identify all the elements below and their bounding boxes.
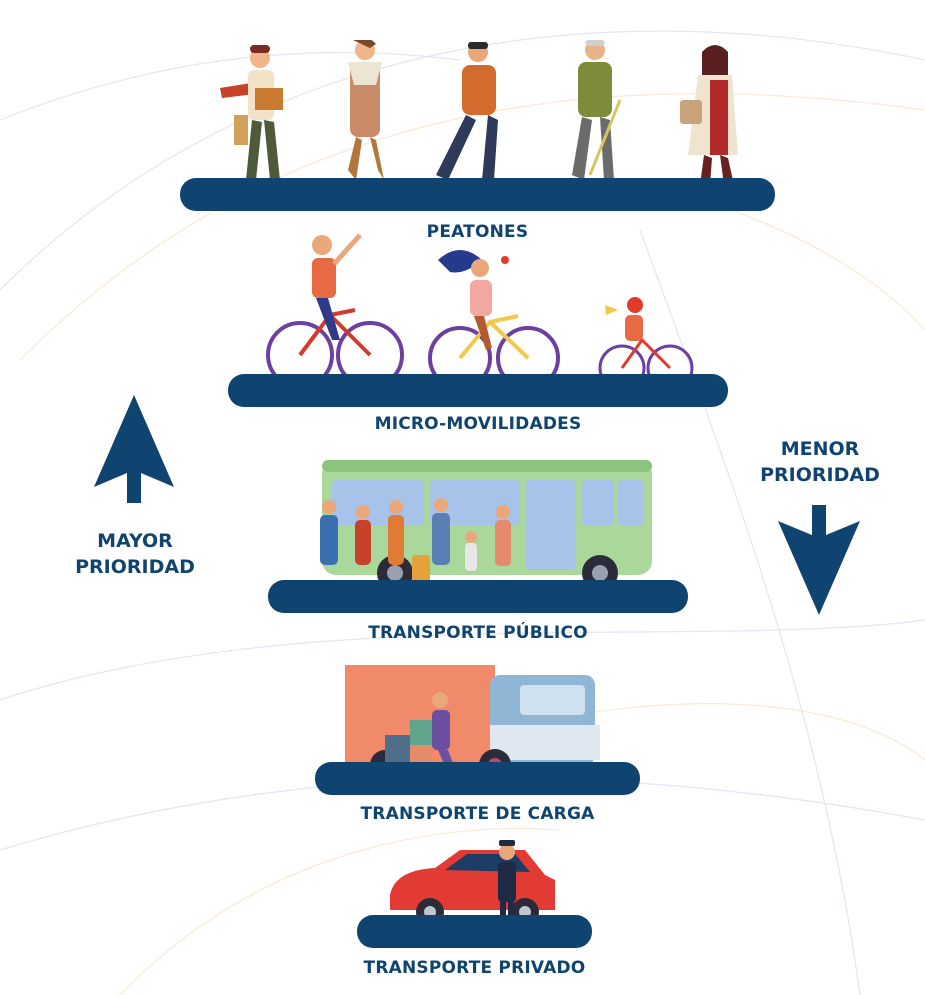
left-priority-line2: PRIORIDAD xyxy=(75,556,195,578)
pedestrians-illustration xyxy=(220,40,738,185)
arrow-down-icon xyxy=(778,505,860,615)
pedestrian-figure xyxy=(220,45,283,180)
rider-3 xyxy=(605,297,643,341)
pedestrian-figure xyxy=(436,42,498,180)
level-label-peatones: PEATONES xyxy=(426,222,529,242)
pedestrian-figure xyxy=(680,45,738,185)
pedestrian-figure xyxy=(348,40,384,180)
right-priority-line2: PRIORIDAD xyxy=(760,464,880,486)
bus-windows xyxy=(332,480,644,570)
level-bar-transporte-privado xyxy=(357,915,592,948)
arrow-up-icon xyxy=(94,395,174,503)
cargo-boxes xyxy=(385,720,432,765)
bicycles-illustration xyxy=(266,233,694,390)
level-bar-transporte-publico xyxy=(268,580,688,613)
level-label-transporte-publico: TRANSPORTE PÚBLICO xyxy=(368,623,588,643)
level-bar-peatones xyxy=(180,178,775,211)
bicycle-rider xyxy=(598,337,694,390)
chauffeur xyxy=(498,840,516,927)
left-priority-line1: MAYOR xyxy=(97,530,173,552)
level-label-micro-movilidades: MICRO-MOVILIDADES xyxy=(374,414,582,434)
right-priority-line1: MENOR xyxy=(780,438,860,460)
level-label-transporte-de-carga: TRANSPORTE DE CARGA xyxy=(360,804,595,824)
left-priority-label: MAYOR PRIORIDAD xyxy=(55,528,215,580)
level-label-transporte-privado: TRANSPORTE PRIVADO xyxy=(363,958,586,978)
rider-1 xyxy=(312,233,362,340)
rider-2 xyxy=(438,250,509,350)
level-bar-transporte-de-carga xyxy=(315,762,640,795)
right-priority-label: MENOR PRIORIDAD xyxy=(740,436,900,488)
level-bar-micro-movilidades xyxy=(228,374,728,407)
pedestrian-figure xyxy=(572,40,622,180)
bus-illustration xyxy=(320,460,652,590)
passengers xyxy=(320,498,511,585)
